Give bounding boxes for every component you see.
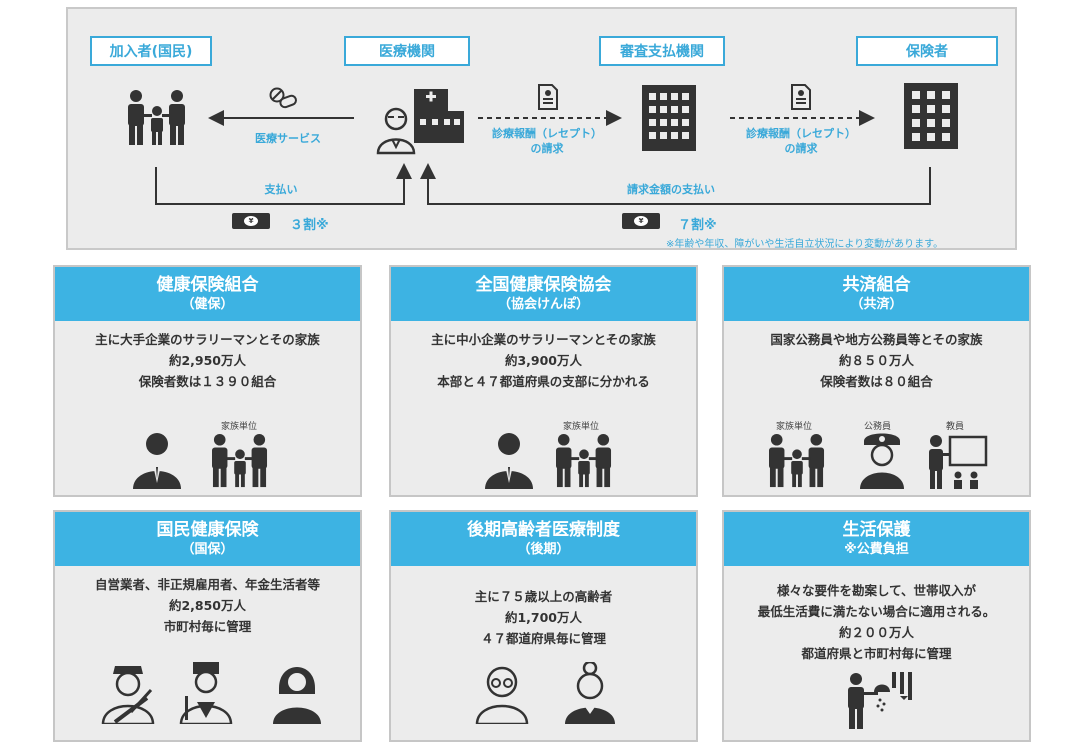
document-icon	[791, 84, 811, 110]
icon-label-family: 家族単位	[776, 422, 813, 432]
icon-label-family: 家族単位	[563, 422, 600, 432]
card-kouki-koureisha: 後期高齢者医療制度 （後期） 主に７５歳以上の高齢者 約1,700万人 ４７都道…	[389, 510, 698, 742]
card-subtitle: （健保）	[181, 297, 234, 312]
caption-claim-line2: の請求	[784, 142, 818, 155]
elderly-woman-icon	[565, 662, 615, 724]
family-icon	[212, 433, 268, 488]
card-title: 後期高齢者医療制度	[467, 520, 620, 540]
card-body: 主に７５歳以上の高齢者 約1,700万人 ４７都道府県毎に管理	[391, 566, 696, 649]
card-line: 約1,700万人	[504, 610, 583, 625]
card-header: 国民健康保険 （国保）	[55, 512, 360, 566]
doctor-hospital-icon	[376, 89, 464, 155]
caption-billed-payment: 請求金額の支払い	[627, 183, 715, 196]
family-icon	[128, 90, 185, 145]
woman-icon	[273, 667, 321, 724]
money-icon: ¥	[622, 213, 660, 229]
insurance-flow-panel: 加入者(国民) 医療機関 審査支払機関 保険者	[66, 7, 1017, 250]
patient-share: ３割※	[290, 218, 329, 233]
card-line: 約3,900万人	[504, 353, 583, 368]
card-seikatsu-hogo: 生活保護 ※公費負担 様々な要件を勘案して、世帯収入が 最低生活費に満たない場合…	[722, 510, 1031, 742]
family-icon	[769, 433, 825, 488]
node-insurer: 保険者	[856, 36, 998, 66]
card-title: 生活保護	[842, 520, 911, 540]
card-line: 都道府県と市町村毎に管理	[801, 646, 952, 661]
teacher-icon	[929, 435, 988, 489]
card-header: 生活保護 ※公費負担	[724, 512, 1029, 566]
card-line: 自営業者、非正規雇用者、年金生活者等	[94, 577, 320, 592]
caption-claim-line1: 診療報酬（レセプト）	[746, 127, 856, 140]
node-medical-institution: 医療機関	[344, 36, 470, 66]
card-kokuho: 国民健康保険 （国保） 自営業者、非正規雇用者、年金生活者等 約2,850万人 …	[53, 510, 362, 742]
node-insured: 加入者(国民)	[90, 36, 212, 66]
card-line: 約2,850万人	[168, 598, 247, 613]
card-title: 健康保険組合	[156, 275, 259, 295]
pill-icon	[269, 87, 297, 109]
businessman-icon	[485, 433, 533, 489]
card-line: 国家公務員や地方公務員等とその家族	[770, 332, 983, 347]
police-officer-icon	[860, 433, 904, 489]
card-line: 約２００万人	[838, 625, 914, 640]
card-line: 最低生活費に満たない場合に適用される。	[757, 604, 996, 619]
caption-claim-line1: 診療報酬（レセプト）	[492, 127, 602, 140]
document-icon	[538, 84, 558, 110]
elderly-man-icon	[475, 666, 529, 724]
insurer-building-icon	[904, 83, 958, 149]
card-subtitle: ※公費負担	[844, 542, 909, 557]
caption-medical-service: 医療サービス	[255, 132, 321, 145]
card-body: 様々な要件を勘案して、世帯収入が 最低生活費に満たない場合に適用される。 約２０…	[724, 566, 1029, 664]
card-line: 主に中小企業のサラリーマンとその家族	[431, 332, 656, 347]
icon-label-family: 家族単位	[221, 422, 258, 432]
card-line: 保険者数は８０組合	[820, 374, 933, 389]
card-header: 健康保険組合 （健保）	[55, 267, 360, 321]
card-line: 主に大手企業のサラリーマンとその家族	[95, 332, 320, 347]
card-line: 約2,950万人	[168, 353, 247, 368]
icon-label-civil-servant: 公務員	[864, 422, 892, 432]
card-body: 自営業者、非正規雇用者、年金生活者等 約2,850万人 市町村毎に管理	[55, 566, 360, 637]
card-subtitle: （国保）	[181, 542, 234, 557]
card-line: 約８５０万人	[838, 353, 914, 368]
card-kyokai-kenpo: 全国健康保険協会 （協会けんぽ） 主に中小企業のサラリーマンとその家族 約3,9…	[389, 265, 698, 497]
payment-arrow	[155, 163, 412, 205]
card-line: 本部と４７都道府県の支部に分かれる	[437, 374, 650, 389]
card-line: 主に７５歳以上の高齢者	[474, 589, 613, 604]
card-header: 後期高齢者医療制度 （後期）	[391, 512, 696, 566]
card-subtitle: （共済）	[850, 297, 903, 312]
caption-claim-line2: の請求	[530, 142, 564, 155]
fisherman-icon	[101, 666, 155, 724]
card-title: 共済組合	[842, 275, 911, 295]
card-kyosai: 共済組合 （共済） 国家公務員や地方公務員等とその家族 約８５０万人 保険者数は…	[722, 265, 1031, 497]
card-line: 市町村毎に管理	[163, 619, 252, 634]
card-kenpo: 健康保険組合 （健保） 主に大手企業のサラリーマンとその家族 約2,950万人 …	[53, 265, 362, 497]
insurer-share: ７割※	[678, 218, 717, 233]
card-body: 主に大手企業のサラリーマンとその家族 約2,950万人 保険者数は１３９０組合	[55, 321, 360, 392]
card-line: 様々な要件を勘案して、世帯収入が	[776, 583, 976, 598]
card-header: 全国健康保険協会 （協会けんぽ）	[391, 267, 696, 321]
chef-icon	[179, 662, 233, 724]
footnote: ※年齢や年収、障がいや生活自立状況により変動があります。	[666, 239, 944, 250]
card-title: 全国健康保険協会	[475, 275, 612, 295]
card-subtitle: （後期）	[517, 542, 570, 557]
money-icon: ¥	[232, 213, 270, 229]
caption-claim-1: 診療報酬（レセプト） の請求	[472, 126, 622, 156]
card-body: 主に中小企業のサラリーマンとその家族 約3,900万人 本部と４７都道府県の支部…	[391, 321, 696, 392]
card-title: 国民健康保険	[156, 520, 259, 540]
card-line: 保険者数は１３９０組合	[138, 374, 277, 389]
flow-arrows	[155, 110, 931, 205]
caption-payment: 支払い	[264, 183, 298, 196]
family-icon	[556, 433, 612, 488]
businessman-icon	[133, 433, 181, 489]
building-icon	[642, 85, 696, 151]
card-subtitle: （協会けんぽ）	[497, 297, 589, 312]
poverty-icon	[848, 672, 912, 729]
icon-label-teacher: 教員	[946, 422, 965, 432]
billed-payment-arrow	[420, 163, 931, 205]
node-review-payment-org: 審査支払機関	[599, 36, 725, 66]
card-body: 国家公務員や地方公務員等とその家族 約８５０万人 保険者数は８０組合	[724, 321, 1029, 392]
caption-claim-2: 診療報酬（レセプト） の請求	[726, 126, 876, 156]
card-line: ４７都道府県毎に管理	[480, 631, 606, 646]
card-header: 共済組合 （共済）	[724, 267, 1029, 321]
